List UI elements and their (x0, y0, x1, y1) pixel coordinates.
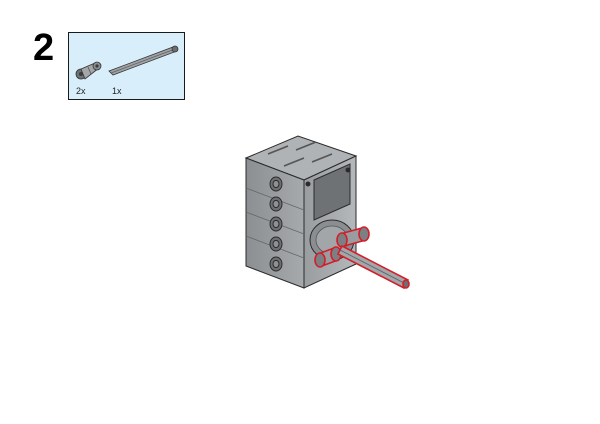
axle-icon (108, 45, 179, 76)
part-quantity: 2x (76, 86, 86, 96)
part-quantity: 1x (112, 86, 122, 96)
step-number: 2 (33, 27, 55, 69)
axle-connector-icon (75, 61, 102, 80)
parts-callout: 2x 1x (68, 32, 185, 100)
motor-assembly-icon (244, 135, 410, 290)
